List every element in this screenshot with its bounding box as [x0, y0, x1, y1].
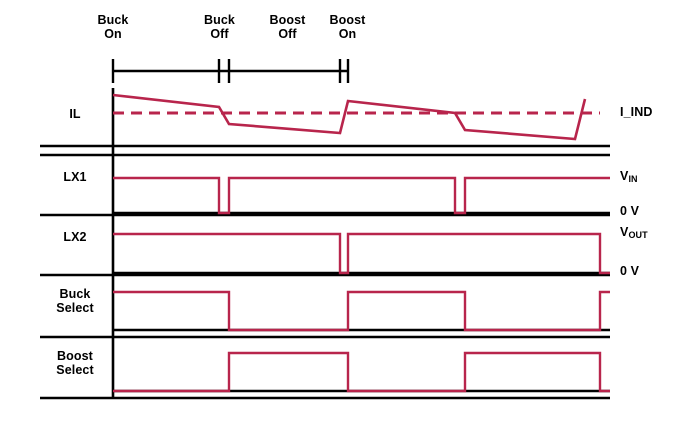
- row-label-boost-select: Boost Select: [42, 349, 108, 377]
- row-label-buck-select-line2: Select: [56, 300, 94, 315]
- side-label-v-in: VIN: [620, 169, 638, 185]
- phase-label-boost-on-line2: On: [338, 26, 357, 41]
- phase-label-buck-off-line2: Off: [210, 26, 229, 41]
- row-label-buck-select: Buck Select: [42, 287, 108, 315]
- lx1-trace: [113, 176, 610, 215]
- side-label-v-out-subscript: OUT: [628, 229, 648, 240]
- buck-select-trace: [113, 290, 610, 332]
- side-label-i-ind-text: I_IND: [620, 105, 653, 119]
- waveform-il: [112, 93, 600, 141]
- il-current-trace: [112, 93, 587, 141]
- phase-label-boost-off: Boost Off: [240, 13, 335, 41]
- side-label-zero-lx1-text: 0 V: [620, 204, 640, 218]
- phase-label-boost-off-line2: Off: [278, 26, 297, 41]
- lx2-trace: [113, 232, 610, 275]
- row-label-buck-select-line1: Buck: [59, 287, 91, 301]
- phase-label-buck-on-line2: On: [104, 26, 122, 41]
- row-label-il: IL: [42, 107, 108, 122]
- boost-select-trace: [113, 351, 610, 393]
- side-label-v-in-text: V: [620, 169, 629, 183]
- side-label-zero-lx1: 0 V: [620, 204, 640, 219]
- row-label-lx2-line1: LX2: [63, 230, 87, 244]
- waveform-lx1: [113, 176, 610, 215]
- row-label-lx1: LX1: [42, 170, 108, 185]
- side-label-v-out: VOUT: [620, 225, 648, 241]
- side-label-zero-lx2: 0 V: [620, 264, 640, 279]
- phase-label-boost-on: Boost On: [300, 13, 395, 41]
- phase-label-buck-on-line1: Buck: [97, 13, 129, 27]
- phase-label-boost-on-line1: Boost: [329, 13, 366, 27]
- row-label-boost-select-line2: Select: [56, 362, 94, 377]
- side-label-i-ind: I_IND: [620, 105, 653, 120]
- phase-label-buck-off-line1: Buck: [204, 13, 235, 27]
- phase-label-buck-on: Buck On: [63, 13, 163, 41]
- phase-axis: [111, 59, 350, 83]
- side-label-zero-lx2-text: 0 V: [620, 264, 640, 278]
- waveform-boost-select: [113, 351, 610, 393]
- waveform-buck-select: [113, 290, 610, 332]
- waveform-lx2: [113, 232, 610, 275]
- phase-label-boost-off-line1: Boost: [269, 13, 306, 27]
- row-label-lx2: LX2: [42, 230, 108, 245]
- row-frame: [40, 88, 610, 400]
- row-label-il-line1: IL: [69, 107, 81, 121]
- phase-label-buck-off: Buck Off: [172, 13, 267, 41]
- side-label-v-out-text: V: [620, 225, 629, 239]
- row-label-boost-select-line1: Boost: [57, 349, 93, 363]
- row-label-lx1-line1: LX1: [63, 170, 87, 184]
- side-label-v-in-subscript: IN: [628, 173, 638, 184]
